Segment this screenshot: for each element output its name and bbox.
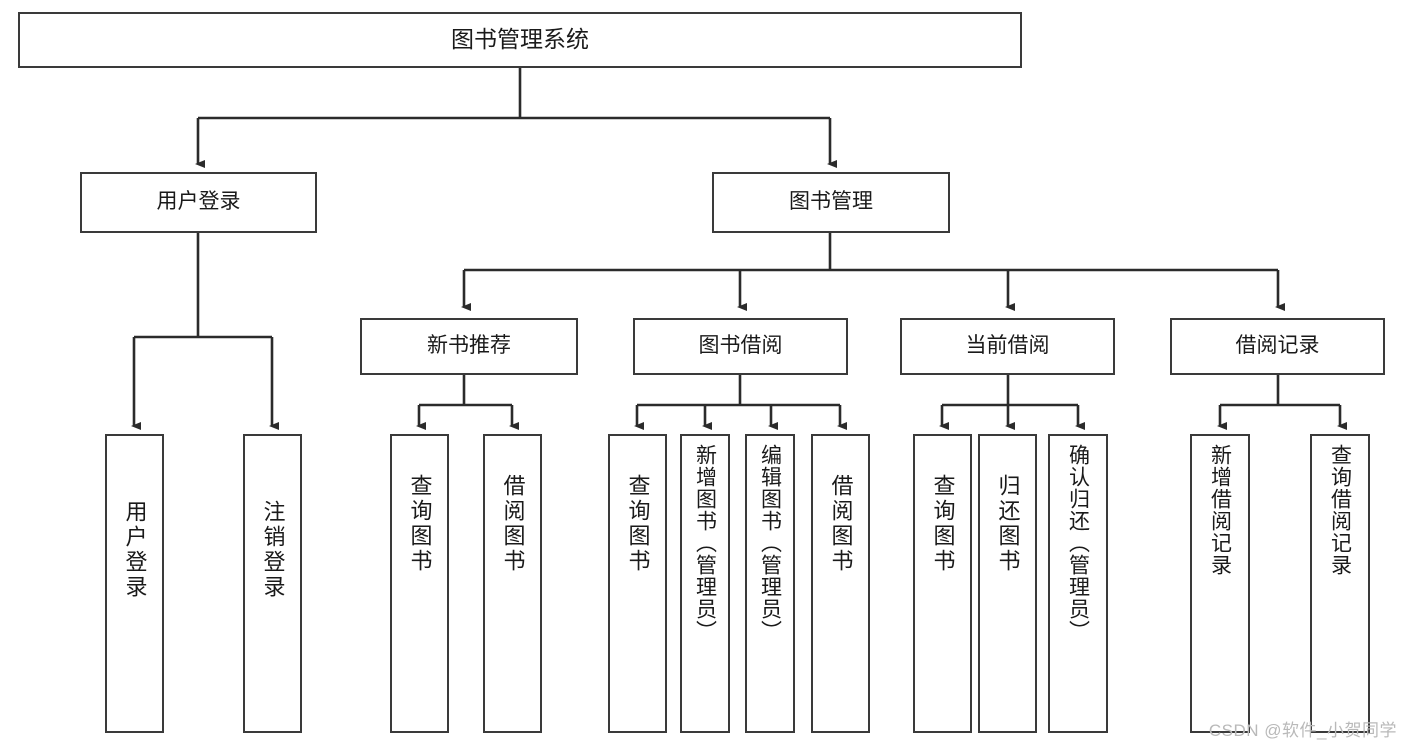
node-book-management[interactable]: 图书管理 [712,172,950,233]
node-borrow-record[interactable]: 借阅记录 [1170,318,1385,375]
node-current-borrow[interactable]: 当前借阅 [900,318,1115,375]
node-label: 图书管理 [789,190,873,214]
node-label: 归还图书 [995,474,1021,574]
leaf-confirm-return-admin[interactable]: 确认归还（管理员） [1048,434,1108,733]
node-label: 借阅记录 [1235,334,1320,358]
leaf-borrow-book[interactable]: 借阅图书 [811,434,870,733]
leaf-query-borrow-record[interactable]: 查询借阅记录 [1310,434,1370,733]
node-label: 用户登录 [156,190,241,214]
node-label: 用户登录 [122,500,148,600]
node-label: 编辑图书（管理员） [758,444,782,642]
node-label: 新书推荐 [427,334,511,358]
node-user-login[interactable]: 用户登录 [80,172,317,233]
node-root-system[interactable]: 图书管理系统 [18,12,1022,68]
node-label: 新增图书（管理员） [693,444,717,642]
leaf-return-book[interactable]: 归还图书 [978,434,1037,733]
node-label: 查询借阅记录 [1328,444,1352,576]
node-label: 新增借阅记录 [1208,444,1232,576]
leaf-edit-book-admin[interactable]: 编辑图书（管理员） [745,434,795,733]
leaf-user-login[interactable]: 用户登录 [105,434,164,733]
leaf-logout-login[interactable]: 注销登录 [243,434,302,733]
node-label: 借阅图书 [828,474,854,574]
node-label: 注销登录 [260,500,286,600]
leaf-borrow-book-recommend[interactable]: 借阅图书 [483,434,542,733]
leaf-query-book-borrow[interactable]: 查询图书 [608,434,667,733]
node-label: 当前借阅 [965,334,1050,358]
node-label: 查询图书 [930,474,956,574]
node-label: 图书管理系统 [451,26,589,53]
leaf-query-book-recommend[interactable]: 查询图书 [390,434,449,733]
leaf-query-book-current[interactable]: 查询图书 [913,434,972,733]
node-label: 确认归还（管理员） [1066,444,1090,642]
node-label: 查询图书 [625,474,651,574]
node-label: 借阅图书 [500,474,526,574]
node-new-book-recommend[interactable]: 新书推荐 [360,318,578,375]
node-label: 查询图书 [407,474,433,574]
node-label: 图书借阅 [698,334,783,358]
node-book-borrow[interactable]: 图书借阅 [633,318,848,375]
leaf-add-book-admin[interactable]: 新增图书（管理员） [680,434,730,733]
watermark-text: CSDN @软件_小贺同学 [1208,721,1397,740]
leaf-add-borrow-record[interactable]: 新增借阅记录 [1190,434,1250,733]
